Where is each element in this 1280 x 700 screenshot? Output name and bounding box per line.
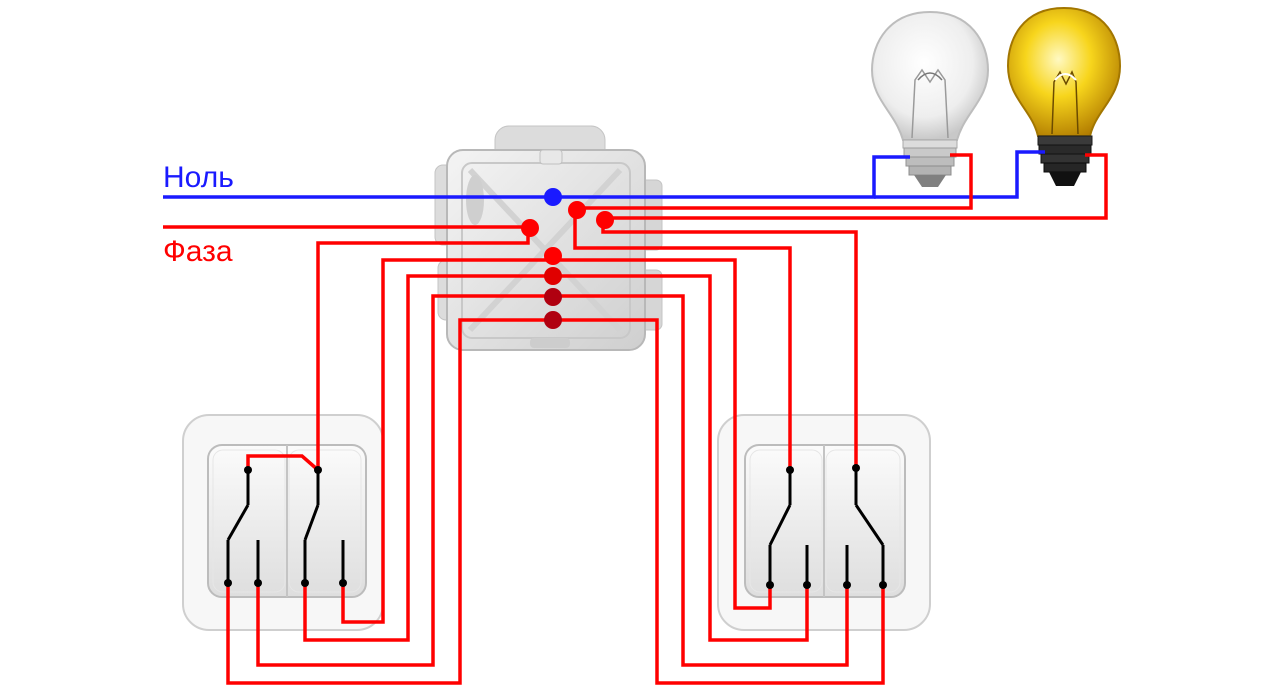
junction-terminals (521, 188, 614, 329)
terminal-phase (521, 219, 539, 237)
terminal-neutral (544, 188, 562, 206)
switch-right-contacts (768, 468, 885, 585)
switch-left (182, 414, 384, 631)
switch-left-dots (224, 466, 347, 587)
neutral-label: Ноль (163, 161, 234, 194)
neutral-wire (163, 150, 1045, 199)
switch-left-contacts (226, 470, 345, 583)
switch-right-dots (766, 464, 887, 589)
lamp-off-icon (870, 10, 990, 187)
terminal-link-3 (544, 288, 562, 306)
terminal-lamp-1 (568, 201, 586, 219)
terminal-link-2 (544, 267, 562, 285)
phase-label: Фаза (163, 235, 233, 268)
terminal-link-1 (544, 247, 562, 265)
lamp-on-icon (1006, 6, 1122, 186)
switch-right (717, 414, 931, 631)
terminal-link-4 (544, 311, 562, 329)
terminal-lamp-2 (596, 211, 614, 229)
